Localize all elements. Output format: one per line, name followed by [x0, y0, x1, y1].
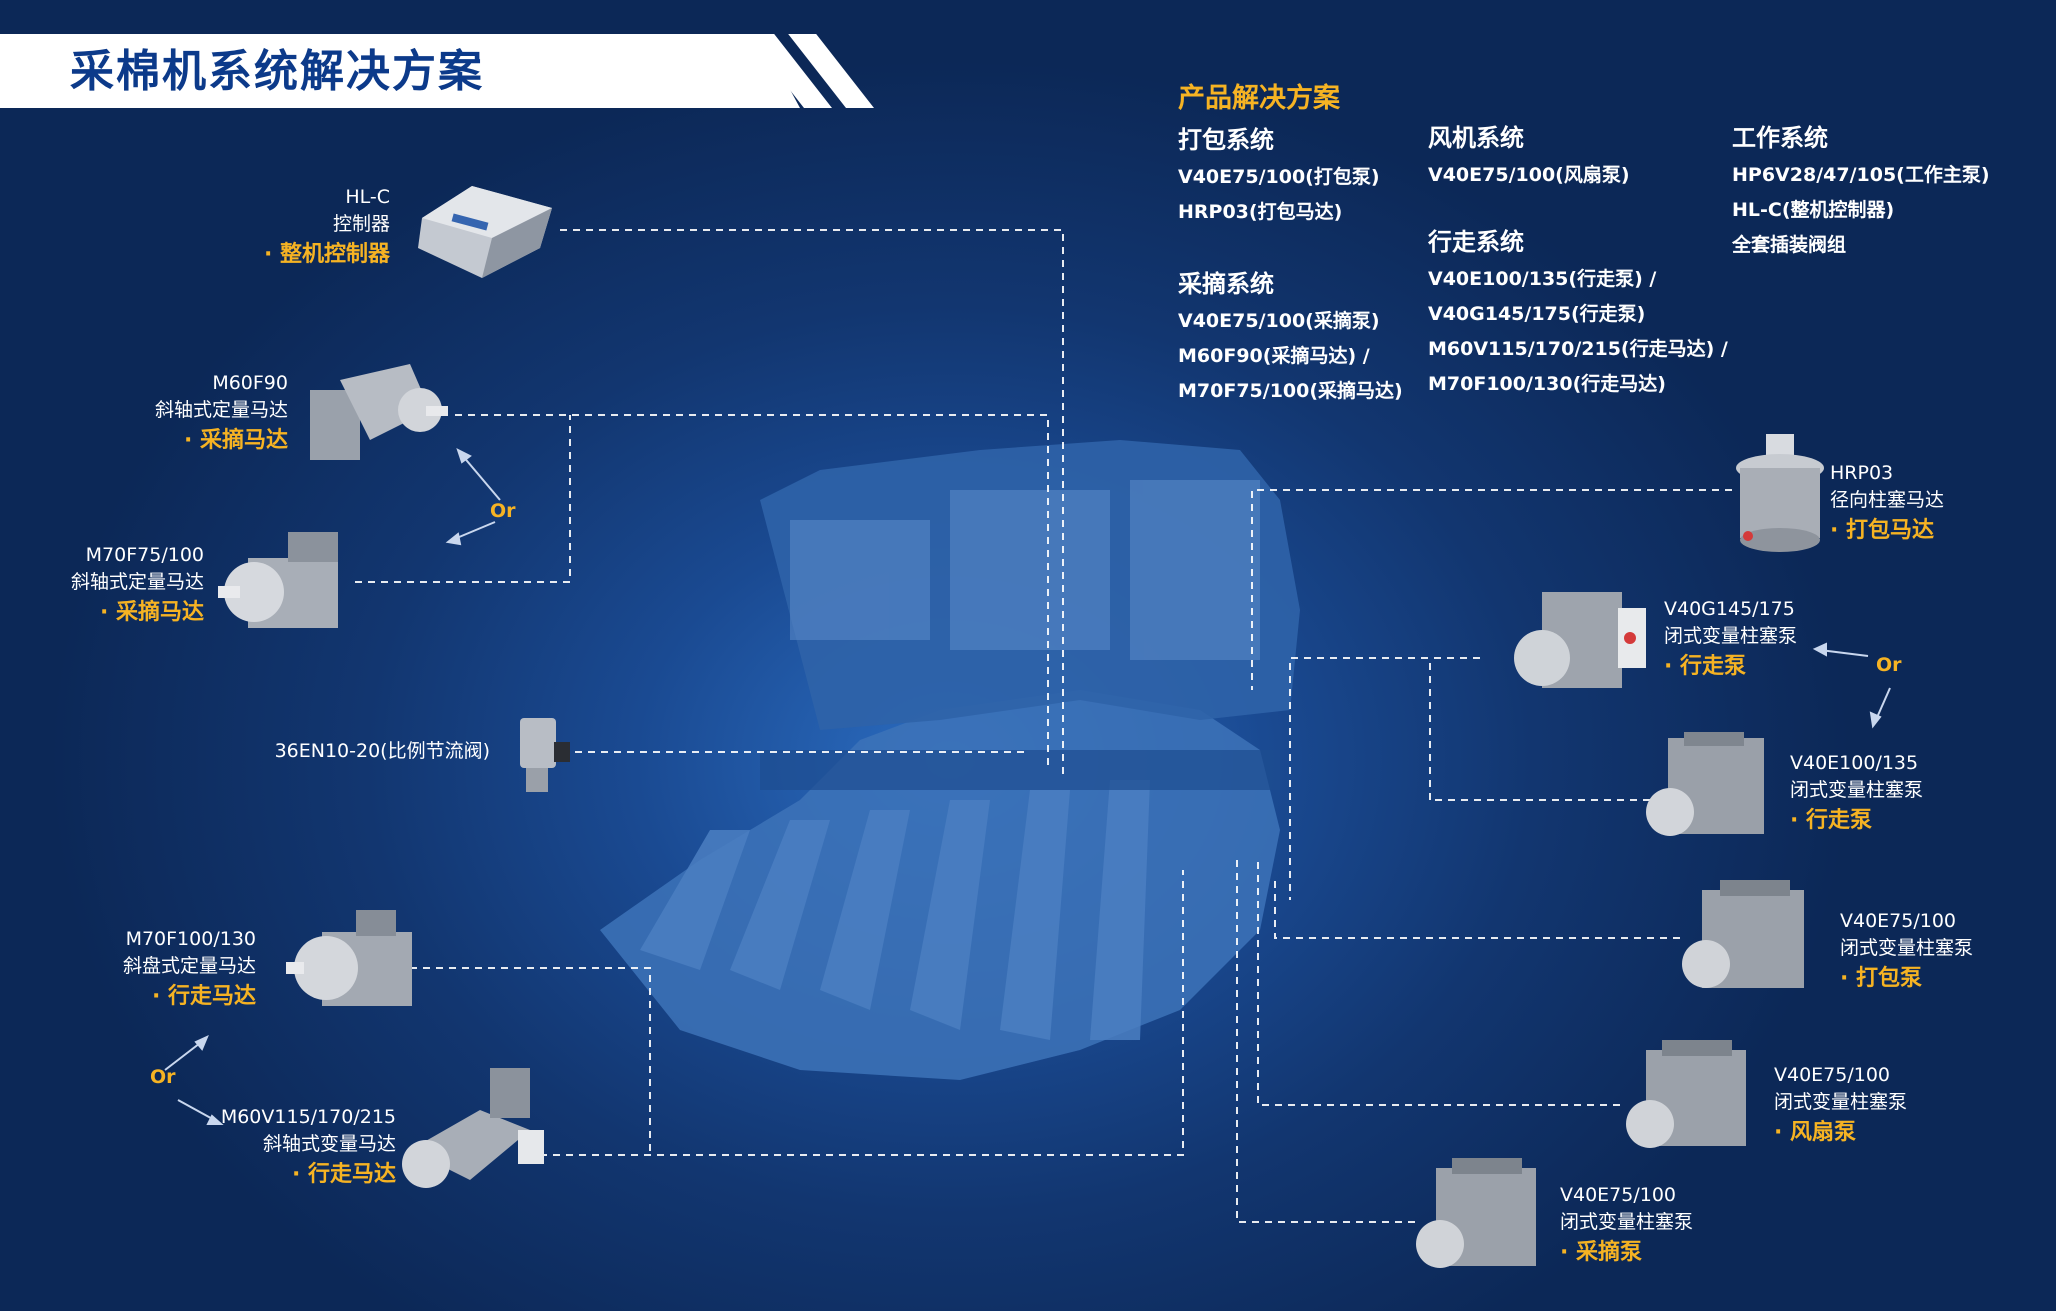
- model-name: V40G145/175: [1664, 598, 1795, 620]
- v40e75-baling-pump-image: [1682, 880, 1804, 988]
- or-label: Or: [150, 1066, 176, 1088]
- model-name: V40E75/100: [1840, 910, 1957, 932]
- system-title: 采摘系统: [1178, 270, 1274, 298]
- system-item: 全套插装阀组: [1732, 234, 1847, 256]
- m70f100-label: M70F100/130 斜盘式定量马达 · 行走马达: [123, 926, 256, 1010]
- valve-label: 36EN10-20(比例节流阀): [275, 738, 490, 765]
- component-role: · 采摘马达: [99, 600, 204, 625]
- work-system: 工作系统 HP6V28/47/105(工作主泵) HL-C(整机控制器) 全套插…: [1732, 118, 1990, 263]
- system-item: V40E100/135(行走泵) /: [1428, 268, 1657, 290]
- cotton-picker-image: [600, 440, 1300, 1080]
- system-title: 风机系统: [1428, 124, 1524, 152]
- component-role: · 风扇泵: [1774, 1120, 1857, 1145]
- solutions-header: 产品解决方案: [1178, 83, 1340, 114]
- v40e100-label: V40E100/135 闭式变量柱塞泵 · 行走泵: [1790, 750, 1923, 834]
- v40e75-picking-pump-image: [1416, 1158, 1536, 1268]
- model-name: V40E75/100: [1560, 1184, 1677, 1206]
- or-label: Or: [1876, 654, 1902, 676]
- system-item: HP6V28/47/105(工作主泵): [1732, 164, 1990, 186]
- system-item: V40G145/175(行走泵): [1428, 303, 1646, 325]
- model-name: V40E75/100: [1774, 1064, 1891, 1086]
- system-item: V40E75/100(风扇泵): [1428, 164, 1630, 186]
- hrp03-motor-image: [1736, 434, 1824, 552]
- model-name: 36EN10-20(比例节流阀): [274, 740, 490, 762]
- component-role: · 行走泵: [1664, 654, 1747, 679]
- or-label: Or: [490, 500, 516, 522]
- hlc-controller-image: [418, 186, 552, 278]
- v40e100-pump-image: [1646, 732, 1764, 836]
- system-item: HRP03(打包马达): [1178, 201, 1343, 223]
- component-type: 闭式变量柱塞泵: [1790, 779, 1924, 801]
- v40e75-picking-label: V40E75/100 闭式变量柱塞泵 · 采摘泵: [1560, 1182, 1693, 1266]
- component-role: · 行走泵: [1790, 808, 1873, 833]
- component-type: 控制器: [332, 213, 390, 235]
- component-type: 斜轴式定量马达: [70, 571, 204, 593]
- v40g-label: V40G145/175 闭式变量柱塞泵 · 行走泵: [1664, 596, 1797, 680]
- fan-system: 风机系统 V40E75/100(风扇泵): [1428, 118, 1630, 193]
- m60v-label: M60V115/170/215 斜轴式变量马达 · 行走马达: [221, 1104, 396, 1188]
- component-type: 径向柱塞马达: [1830, 489, 1945, 511]
- model-name: M70F100/130: [125, 928, 256, 950]
- v40g-pump-image: [1514, 592, 1646, 688]
- travel-system: 行走系统 V40E100/135(行走泵) / V40G145/175(行走泵)…: [1428, 222, 1728, 402]
- m60f90-motor-image: [310, 364, 448, 460]
- m60f90-label: M60F90 斜轴式定量马达 · 采摘马达: [155, 370, 288, 454]
- component-role: · 整机控制器: [263, 242, 390, 267]
- component-type: 闭式变量柱塞泵: [1774, 1091, 1908, 1113]
- v40e75-fan-pump-image: [1626, 1040, 1746, 1148]
- component-role: · 行走马达: [151, 984, 256, 1009]
- system-title: 工作系统: [1732, 124, 1828, 152]
- model-name: M60V115/170/215: [220, 1106, 396, 1128]
- component-type: 斜轴式定量马达: [154, 399, 288, 421]
- m70f75-motor-image: [218, 532, 338, 628]
- component-type: 闭式变量柱塞泵: [1560, 1211, 1694, 1233]
- v40e75-fan-label: V40E75/100 闭式变量柱塞泵 · 风扇泵: [1774, 1062, 1907, 1146]
- page-title: 采棉机系统解决方案: [70, 46, 484, 97]
- component-type: 斜盘式定量马达: [122, 955, 256, 977]
- model-name: HL-C: [345, 186, 390, 208]
- v40e75-baling-label: V40E75/100 闭式变量柱塞泵 · 打包泵: [1840, 908, 1973, 992]
- system-item: HL-C(整机控制器): [1732, 199, 1895, 221]
- system-title: 行走系统: [1428, 228, 1524, 256]
- baling-system: 打包系统 V40E75/100(打包泵) HRP03(打包马达): [1178, 120, 1380, 230]
- model-name: HRP03: [1830, 462, 1894, 484]
- system-item: V40E75/100(采摘泵): [1178, 310, 1380, 332]
- component-role: · 打包泵: [1840, 966, 1923, 991]
- system-item: M70F75/100(采摘马达): [1178, 380, 1403, 402]
- component-type: 斜轴式变量马达: [262, 1133, 396, 1155]
- title-banner: [0, 34, 800, 108]
- component-type: 闭式变量柱塞泵: [1664, 625, 1798, 647]
- valve-image: [520, 718, 570, 792]
- model-name: V40E100/135: [1790, 752, 1919, 774]
- model-name: M70F75/100: [85, 544, 204, 566]
- component-role: · 采摘马达: [183, 428, 288, 453]
- system-item: M70F100/130(行走马达): [1428, 373, 1666, 395]
- system-title: 打包系统: [1178, 126, 1274, 154]
- model-name: M60F90: [212, 372, 288, 394]
- system-item: V40E75/100(打包泵): [1178, 166, 1380, 188]
- component-role: · 采摘泵: [1560, 1240, 1643, 1265]
- system-item: M60V115/170/215(行走马达) /: [1428, 338, 1728, 360]
- component-role: · 行走马达: [291, 1162, 396, 1187]
- hrp03-label: HRP03 径向柱塞马达 · 打包马达: [1830, 460, 1944, 544]
- component-type: 闭式变量柱塞泵: [1840, 937, 1974, 959]
- m70f75-label: M70F75/100 斜轴式定量马达 · 采摘马达: [71, 542, 204, 626]
- hlc-label: HL-C 控制器 · 整机控制器: [264, 184, 390, 268]
- m70f100-motor-image: [286, 910, 412, 1006]
- system-item: M60F90(采摘马达) /: [1178, 345, 1370, 367]
- component-role: · 打包马达: [1830, 518, 1935, 543]
- picking-system: 采摘系统 V40E75/100(采摘泵) M60F90(采摘马达) / M70F…: [1178, 264, 1403, 409]
- m60v-motor-image: [402, 1068, 544, 1188]
